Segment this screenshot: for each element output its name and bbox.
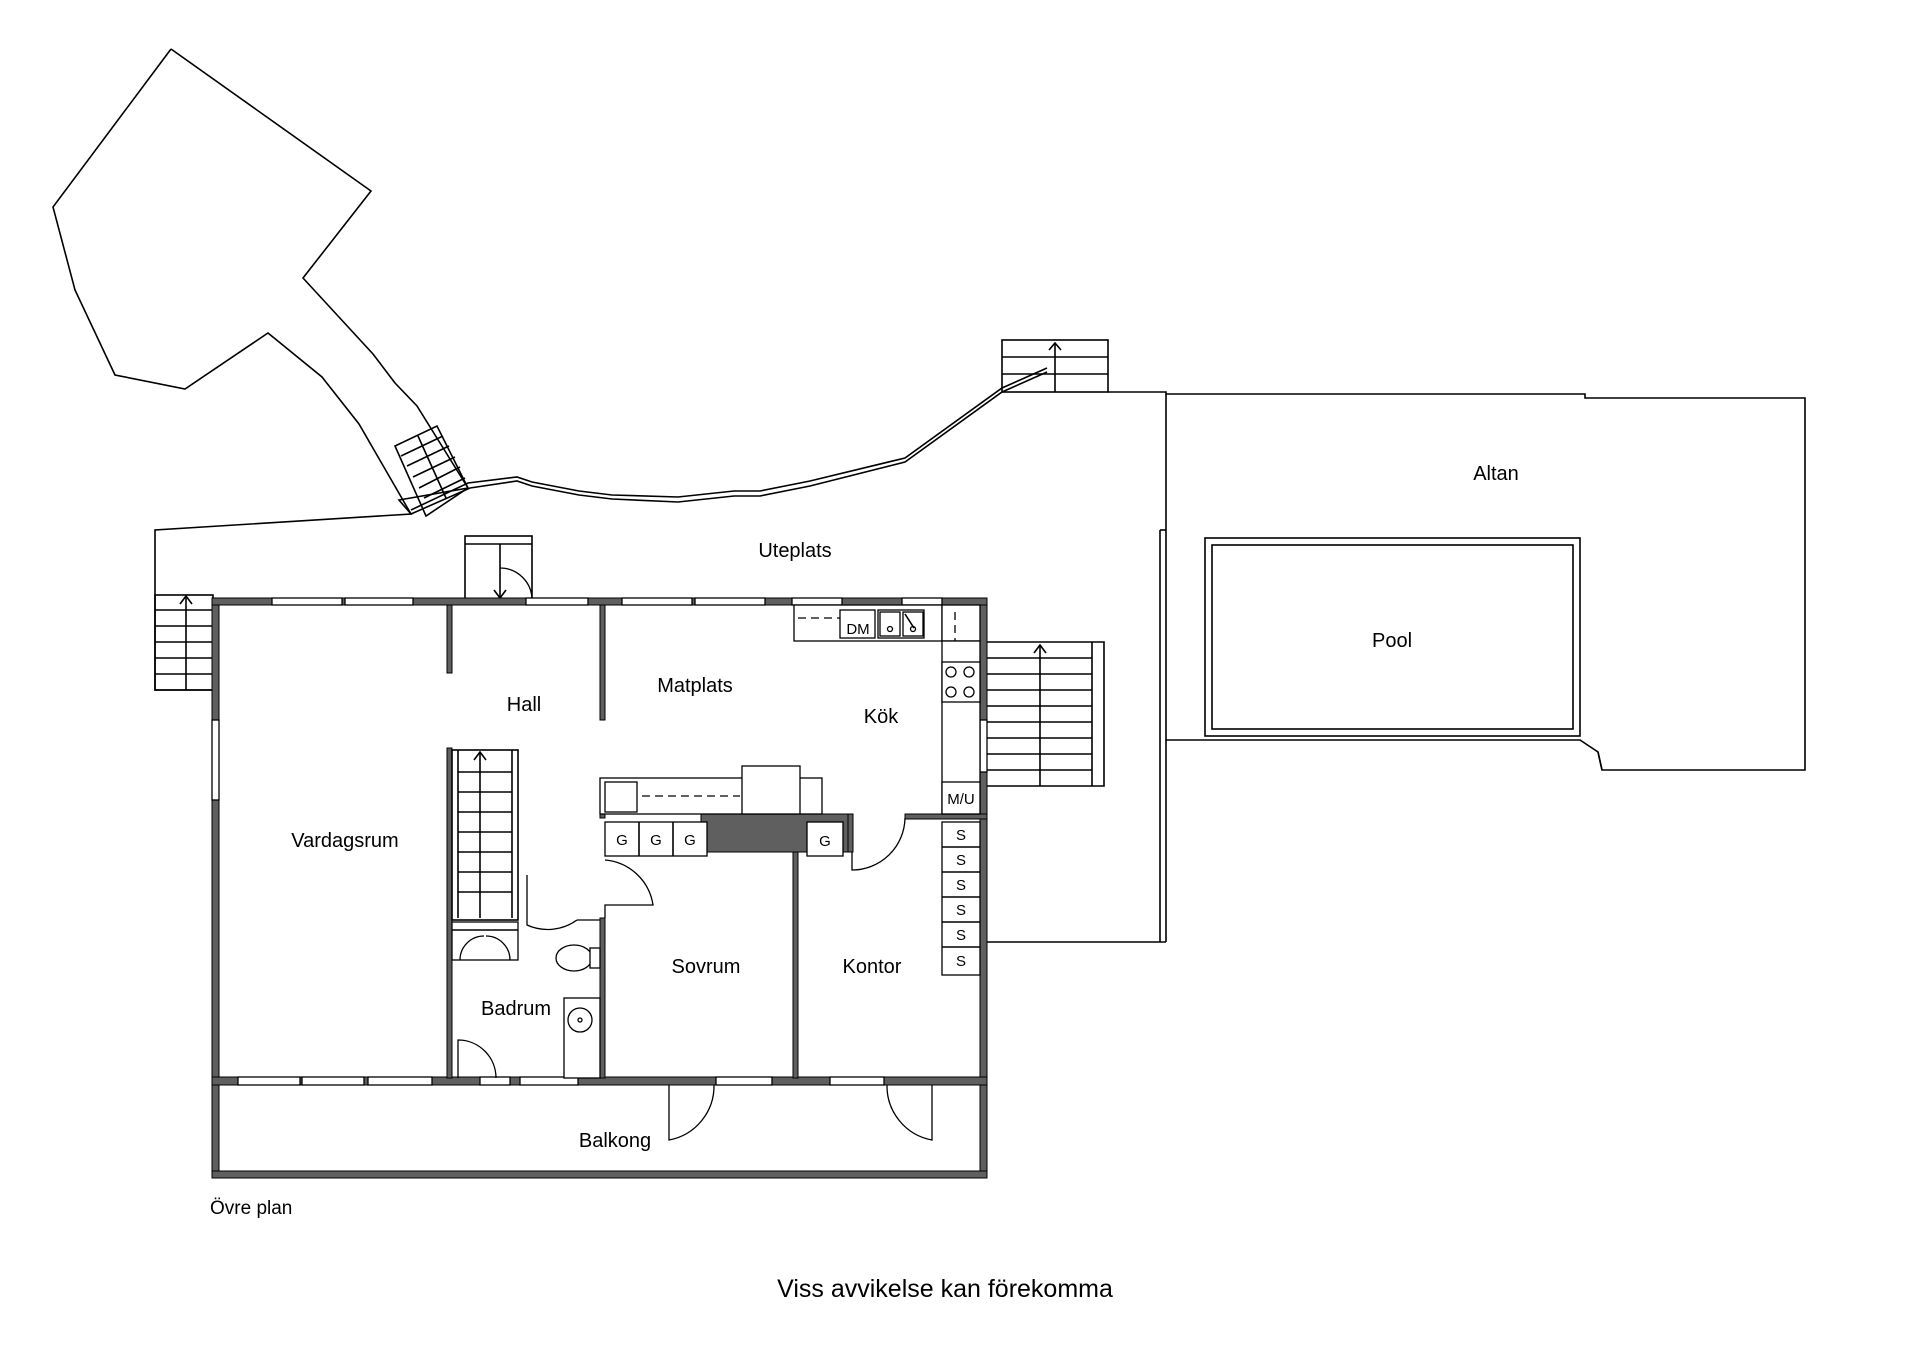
label-g3: G [684, 832, 696, 849]
label-matplats: Matplats [657, 675, 733, 697]
shelves [941, 821, 981, 976]
label-g1: G [616, 832, 628, 849]
disclaimer: Viss avvikelse kan förekomma [777, 1275, 1113, 1303]
kitchen-island [599, 765, 823, 815]
label-pool: Pool [1372, 630, 1412, 652]
label-s6: S [956, 953, 966, 970]
garden-outline [52, 48, 1048, 691]
label-vardagsrum: Vardagsrum [291, 830, 398, 852]
label-hall: Hall [507, 694, 541, 716]
wardrobes [604, 821, 844, 857]
label-s5: S [956, 927, 966, 944]
label-g4: G [819, 833, 831, 850]
stairs-east [987, 641, 1105, 787]
label-kontor: Kontor [843, 956, 902, 978]
label-s2: S [956, 852, 966, 869]
label-dm: DM [846, 621, 869, 638]
label-uteplats: Uteplats [758, 540, 831, 562]
hall-stairs [451, 749, 519, 921]
doors [526, 817, 933, 1141]
label-altan: Altan [1473, 463, 1519, 485]
kitchen-counters [793, 604, 981, 815]
pool [1204, 537, 1581, 737]
label-badrum: Badrum [481, 998, 551, 1020]
altan-deck [987, 391, 1806, 943]
plan-title: Övre plan [210, 1198, 292, 1219]
label-s1: S [956, 827, 966, 844]
stairs-north [1001, 339, 1109, 393]
bathroom-fixtures [451, 921, 601, 1079]
label-mu: M/U [947, 791, 975, 808]
entrance-landing [464, 535, 533, 601]
stairs-west [154, 594, 214, 691]
house-walls [211, 597, 988, 1179]
stairs-garden [393, 424, 470, 518]
label-sovrum: Sovrum [672, 956, 741, 978]
label-balkong: Balkong [579, 1130, 651, 1152]
label-g2: G [650, 832, 662, 849]
label-kok: Kök [864, 706, 899, 728]
label-s4: S [956, 902, 966, 919]
label-s3: S [956, 877, 966, 894]
